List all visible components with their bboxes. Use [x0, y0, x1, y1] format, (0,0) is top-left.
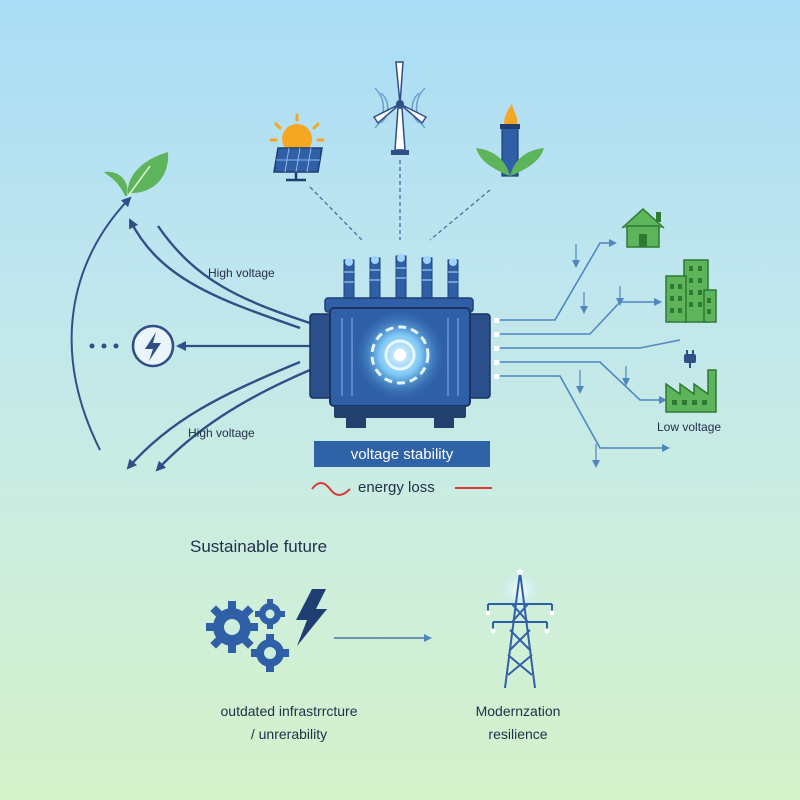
- gear-icon: [206, 601, 258, 653]
- modernization-caption-line2: resilience: [488, 726, 548, 742]
- transformer-icon: [309, 254, 499, 428]
- factory-icon: [665, 369, 717, 413]
- wind-turbine-icon: [372, 61, 428, 155]
- high-voltage-label-bottom: High voltage: [188, 426, 255, 440]
- outdated-caption: outdated infrastrrcture / unrerability: [194, 700, 384, 746]
- lightning-icon: [296, 589, 327, 646]
- gear-icon: [251, 634, 289, 672]
- bushings: [343, 254, 459, 301]
- energy-loss-marks: [311, 482, 492, 496]
- outdated-caption-line1: outdated infrastrrcture: [220, 703, 358, 719]
- high-voltage-arrow-1: [128, 218, 301, 330]
- solar-panel-icon: [273, 147, 323, 182]
- gear-icon: [255, 599, 285, 629]
- plug-icon: [684, 350, 696, 368]
- gears-group: [206, 589, 327, 672]
- right-flows: [500, 239, 681, 468]
- left-flows: [70, 196, 320, 472]
- office-building-icon: [665, 259, 717, 323]
- core-gear: [370, 325, 430, 385]
- energy-loss-label: energy loss: [358, 479, 435, 496]
- transmission-tower-icon: [485, 568, 555, 689]
- outer-arc-arrow: [70, 196, 132, 451]
- sustainable-future-title: Sustainable future: [190, 537, 328, 556]
- high-voltage-label-top: High voltage: [208, 266, 275, 280]
- leaf-icon: [104, 152, 169, 197]
- high-voltage-arrow-4: [155, 368, 311, 472]
- modernization-caption: Modernzation resilience: [448, 700, 588, 746]
- lightning-icon: [131, 324, 175, 368]
- modernization-caption-line1: Modernzation: [475, 703, 561, 719]
- biogas-plant-icon: [476, 104, 544, 177]
- high-voltage-arrow-3: [126, 360, 301, 470]
- sun-icon: [269, 113, 325, 154]
- outdated-caption-line2: / unrerability: [250, 726, 328, 742]
- dots: [89, 343, 119, 349]
- high-voltage-arrow-2: [157, 225, 320, 331]
- energy-loss: energy loss: [312, 479, 492, 499]
- low-voltage-label: Low voltage: [657, 420, 722, 434]
- voltage-stability-label: voltage stability: [314, 441, 490, 467]
- source-connectors: [309, 160, 491, 241]
- house-icon: [621, 207, 665, 248]
